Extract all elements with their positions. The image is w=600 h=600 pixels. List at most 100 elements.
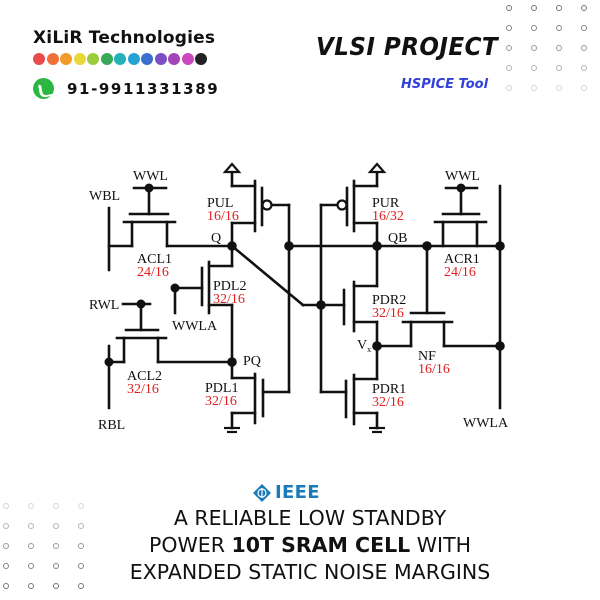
- paper-title-line-3: EXPANDED STATIC NOISE MARGINS: [129, 560, 491, 584]
- transistor-name-acr1: ACR1: [444, 252, 480, 267]
- decorative-dot: [506, 65, 512, 71]
- decorative-dot: [556, 5, 562, 11]
- transistor-name-pdr1: PDR1: [372, 382, 406, 397]
- transistor-size-acl1: 24/16: [137, 265, 169, 280]
- brand-color-dot: [195, 53, 207, 65]
- wwl-right-label: WWL: [445, 169, 480, 184]
- brand-color-dot: [154, 53, 167, 65]
- decorative-dot: [556, 85, 562, 91]
- paper-title-line-2: POWER 10T SRAM CELL WITH: [0, 532, 600, 559]
- decorative-dot: [28, 543, 34, 549]
- decorative-dot: [3, 583, 9, 589]
- decorative-dot: [581, 45, 587, 51]
- decorative-dot: [53, 523, 59, 529]
- cross-wire: [230, 244, 305, 307]
- decorative-dot: [3, 563, 9, 569]
- brand-color-dot: [141, 53, 153, 65]
- junction-dot: [316, 300, 326, 310]
- junction-dot: [422, 241, 432, 251]
- decorative-dot: [506, 45, 512, 51]
- decorative-dot: [506, 5, 512, 11]
- transistor-size-acl2: 32/16: [127, 382, 159, 397]
- decorative-dot: [581, 65, 587, 71]
- brand-color-dot: [100, 53, 113, 65]
- decorative-dot: [78, 523, 84, 529]
- vdd-left-icon: [222, 162, 242, 174]
- paper-title-highlight: 10T SRAM CELL: [231, 533, 411, 557]
- junction-dot: [136, 299, 146, 309]
- project-subtitle: HSPICE Tool: [401, 77, 489, 92]
- transistor-name-pul: PUL: [207, 196, 233, 211]
- transistor-size-pdl2: 32/16: [213, 292, 245, 307]
- junction-dot-qb: [372, 241, 382, 251]
- decorative-dot: [531, 25, 537, 31]
- transistor-name-nf: NF: [418, 349, 436, 364]
- decorative-dot: [78, 583, 84, 589]
- transistor-size-nf: 16/16: [418, 362, 450, 377]
- junction-dot: [104, 357, 114, 367]
- decorative-dot: [28, 523, 34, 529]
- wbl-label: WBL: [89, 189, 120, 204]
- brand-color-dot: [168, 53, 180, 65]
- decorative-dot-grid-top-right: [506, 5, 596, 95]
- paper-title-line-2-post: WITH: [410, 533, 472, 557]
- brand-color-dots: [33, 53, 207, 65]
- paper-title: A RELIABLE LOW STANDBY POWER 10T SRAM CE…: [0, 505, 600, 586]
- transistor-name-pdr2: PDR2: [372, 293, 406, 308]
- brand-color-dot: [87, 53, 99, 65]
- ieee-label: IEEE: [275, 482, 320, 503]
- decorative-dot: [53, 503, 59, 509]
- transistor-size-pdr1: 32/16: [372, 395, 404, 410]
- sram-10t-schematic: WWL WBL WWL RWL RBL WWLA WWLA Q QB PQ Vx…: [89, 162, 509, 434]
- brand-color-dot: [33, 53, 45, 65]
- junction-dot: [456, 183, 466, 193]
- junction-dot: [284, 241, 294, 251]
- decorative-dot: [28, 583, 34, 589]
- decorative-dot: [78, 503, 84, 509]
- decorative-dot: [53, 583, 59, 589]
- decorative-dot: [531, 65, 537, 71]
- transistor-size-pur: 16/32: [372, 209, 404, 224]
- ieee-diamond-icon: [253, 483, 271, 502]
- decorative-dot: [531, 5, 537, 11]
- junction-dot: [495, 241, 505, 251]
- transistor-name-acl2: ACL2: [127, 369, 162, 384]
- decorative-dot: [3, 523, 9, 529]
- node-vx-label: Vx: [357, 338, 371, 354]
- node-qb-label: QB: [388, 231, 407, 246]
- junction-dot: [144, 183, 154, 193]
- decorative-dot: [556, 65, 562, 71]
- decorative-dot: [531, 85, 537, 91]
- decorative-dot: [28, 503, 34, 509]
- vdd-right-icon: [367, 162, 387, 174]
- ieee-logo: IEEE: [252, 482, 320, 503]
- transistor-size-pul: 16/16: [207, 209, 239, 224]
- decorative-dot: [53, 543, 59, 549]
- decorative-dot: [581, 85, 587, 91]
- phone-number: 91-9911331389: [67, 79, 220, 98]
- wwla-left-label: WWLA: [172, 319, 218, 334]
- brand-color-dot: [46, 53, 59, 65]
- rwl-label: RWL: [89, 298, 119, 313]
- decorative-dot: [53, 563, 59, 569]
- decorative-dot: [3, 543, 9, 549]
- decorative-dot: [531, 45, 537, 51]
- brand-color-dot: [181, 53, 194, 65]
- node-q-label: Q: [211, 231, 221, 246]
- brand-color-dot: [73, 53, 86, 65]
- junction-dot: [495, 341, 505, 351]
- pul-bubble: [261, 199, 273, 211]
- decorative-dot: [78, 563, 84, 569]
- transistor-name-pdl2: PDL2: [213, 279, 246, 294]
- phone-contact[interactable]: 91-9911331389: [33, 78, 219, 99]
- wwl-left-label: WWL: [133, 169, 168, 184]
- decorative-dot-grid-bottom-left: [3, 503, 93, 593]
- decorative-dot: [28, 563, 34, 569]
- wwla-right-label: WWLA: [463, 416, 509, 431]
- project-title: VLSI PROJECT: [316, 32, 499, 61]
- transistor-name-pur: PUR: [372, 196, 400, 211]
- junction-dot-q: [227, 241, 237, 251]
- paper-title-line-1: A RELIABLE LOW STANDBY: [173, 506, 447, 530]
- junction-dot: [170, 283, 180, 293]
- transistor-size-pdr2: 32/16: [372, 306, 404, 321]
